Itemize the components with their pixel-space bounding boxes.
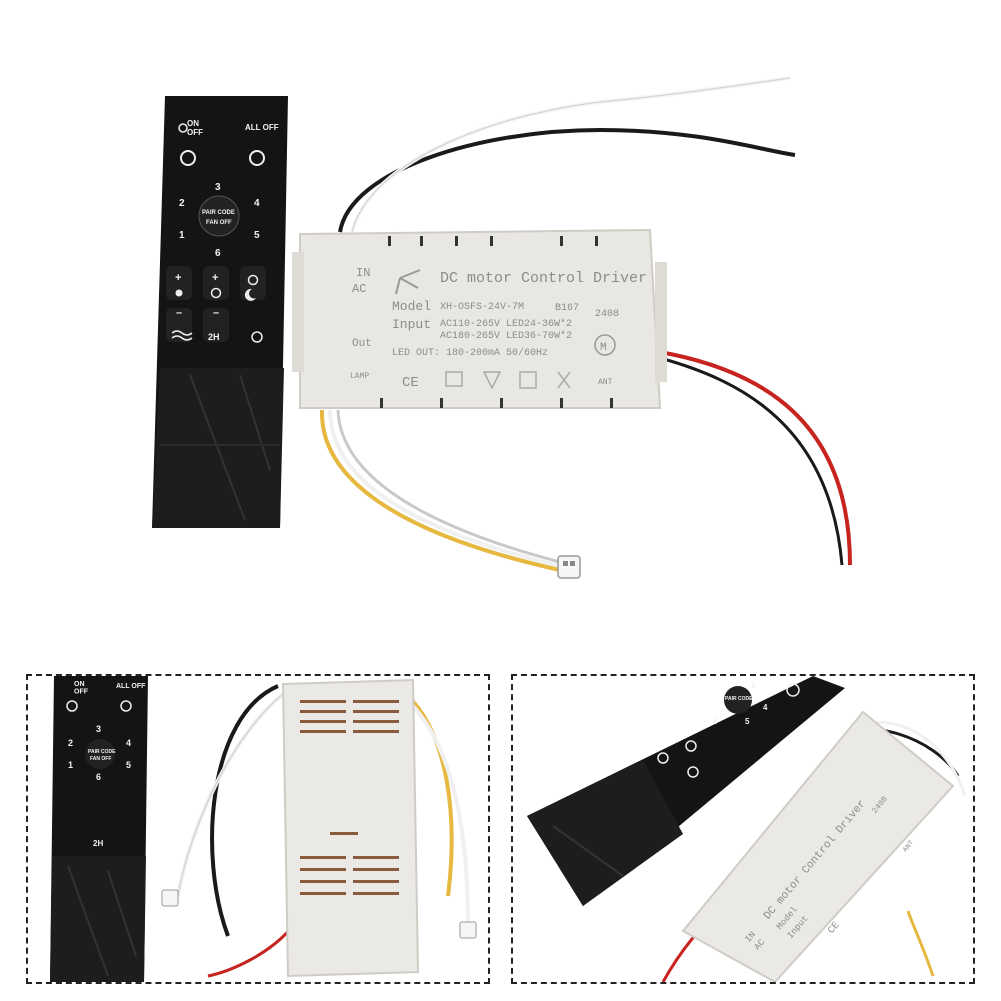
driver-box: IN AC DC motor Control Driver Model XH-O… [292, 228, 667, 409]
svg-text:PAIR CODE: PAIR CODE [88, 749, 116, 755]
svg-text:6: 6 [96, 772, 101, 782]
ac-label: AC [352, 282, 366, 296]
double-insulation-icon [519, 371, 537, 389]
mode-icon[interactable] [251, 331, 263, 343]
svg-text:+[interactable]: + [175, 272, 181, 284]
fan-speed-5[interactable]: 5 [254, 230, 260, 241]
input-label: Input [392, 317, 431, 332]
input-line-1: AC110-265V LED24-36W*2 [440, 318, 572, 330]
input-line-2: AC180-265V LED36-70W*2 [440, 330, 572, 342]
out-label: Out [352, 338, 372, 350]
svg-text:4: 4 [126, 738, 131, 748]
connector-plug [557, 555, 581, 579]
wire-white [350, 76, 791, 233]
svg-text:ALL OFF: ALL OFF [116, 683, 146, 690]
fan-speed-2[interactable]: 2 [179, 198, 185, 209]
wire-black [338, 127, 796, 233]
ant-label: ANT [598, 378, 613, 387]
svg-text:2H: 2H [93, 839, 103, 848]
wire-red [659, 350, 852, 566]
led-out-label: LED OUT: 180-200mA 50/60Hz [392, 347, 548, 359]
batch-label: B167 [555, 303, 579, 314]
light-dim-icon[interactable] [180, 150, 196, 166]
fan-off-label: FAN OFF [206, 220, 232, 226]
m-mark-icon [594, 334, 616, 356]
svg-text:6: 6 [713, 717, 718, 726]
svg-text:–[interactable]: – [213, 307, 219, 319]
svg-text:PAIR CODE: PAIR CODE [725, 696, 753, 702]
color-temp-icon [210, 287, 222, 299]
svg-text:5: 5 [745, 717, 750, 726]
model-value: XH-OSFS-24V-7M [440, 302, 524, 313]
model-label: Model [392, 299, 431, 314]
recycle-icon [445, 371, 463, 387]
svg-text:3: 3 [96, 724, 101, 734]
driver-title: DC motor Control Driver [440, 270, 647, 287]
wire-black-right [659, 356, 844, 566]
fan-speed-3[interactable]: 3 [215, 182, 221, 193]
fan-speed-1[interactable]: 1 [179, 230, 185, 241]
pair-code-label: PAIR CODE [202, 210, 235, 216]
weee-icon [557, 371, 571, 389]
svg-text:5: 5 [126, 760, 131, 770]
fan-speed-4[interactable]: 4 [254, 198, 260, 209]
fan-speed-6[interactable]: 6 [215, 248, 221, 259]
code-label: 2408 [595, 309, 619, 320]
wind-icon[interactable] [171, 330, 193, 341]
detail-panel-right: PAIR CODE 3 4 5 6 DC motor Control Drive… [511, 674, 975, 984]
wire-white-bottom [328, 409, 561, 568]
svg-text:1: 1 [68, 760, 73, 770]
m-mark-label: M [600, 342, 607, 354]
ce-mark: CE [402, 375, 419, 391]
svg-text:+[interactable]: + [212, 272, 218, 284]
timer-2h-label[interactable]: 2H [208, 332, 220, 342]
brightness-icon [175, 289, 183, 297]
svg-text:–[interactable]: – [176, 307, 182, 319]
lamp-label: LAMP [350, 372, 369, 381]
svg-text:2: 2 [68, 738, 73, 748]
power-icon[interactable] [178, 123, 188, 133]
svg-text:3: 3 [751, 681, 756, 690]
light-bright-icon[interactable] [249, 150, 265, 166]
fan-icon [395, 269, 421, 295]
wire-yellow [319, 409, 561, 572]
in-label: IN [356, 266, 370, 280]
moon-icon[interactable] [244, 288, 256, 301]
pair-code-button[interactable] [198, 195, 240, 237]
svg-text:FAN OFF: FAN OFF [90, 756, 111, 762]
eye-icon[interactable] [247, 274, 259, 286]
svg-text:4: 4 [763, 703, 768, 712]
all-off-label[interactable]: ALL OFF [245, 123, 279, 132]
class-ii-icon [482, 371, 502, 390]
